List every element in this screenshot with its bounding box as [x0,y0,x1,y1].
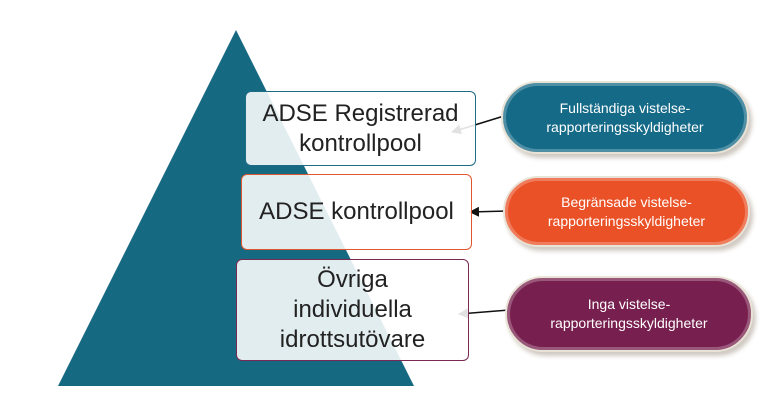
obligation-label-line: Fullständiga vistelse- [559,99,691,116]
obligation-label-line: rapporteringsskyldigheter [547,212,706,229]
level-box-registered-pool: ADSE Registrerad kontrollpool [245,91,476,166]
level-label-line: kontrollpool [299,129,422,157]
obligation-label-line: rapporteringsskyldigheter [550,315,708,331]
level-label-line: ADSE Registrerad [262,99,459,127]
level-label-line: ADSE kontrollpool [259,198,454,225]
level-box-other-athletes: Övriga individuella idrottsutövare [236,259,469,361]
obligation-label-line: Inga vistelse- [587,296,671,313]
level-box-control-pool: ADSE kontrollpool [241,174,472,250]
level-label-line: idrottsutövare [279,326,426,353]
level-label-line: Övriga [317,266,388,293]
obligation-pill-limited: Begränsade vistelse- rapporteringsskyldi… [503,176,750,247]
arrow-2 [469,206,508,217]
obligation-pill-none: Inga vistelse- rapporteringsskyldigheter [505,276,753,352]
obligation-label-line: Begränsade vistelse- [561,193,692,210]
obligation-label-line: rapporteringsskyldigheter [546,118,704,135]
obligation-pill-full: Fullständiga vistelse- rapporteringsskyl… [501,81,749,154]
level-label-line: individuella [293,296,412,323]
